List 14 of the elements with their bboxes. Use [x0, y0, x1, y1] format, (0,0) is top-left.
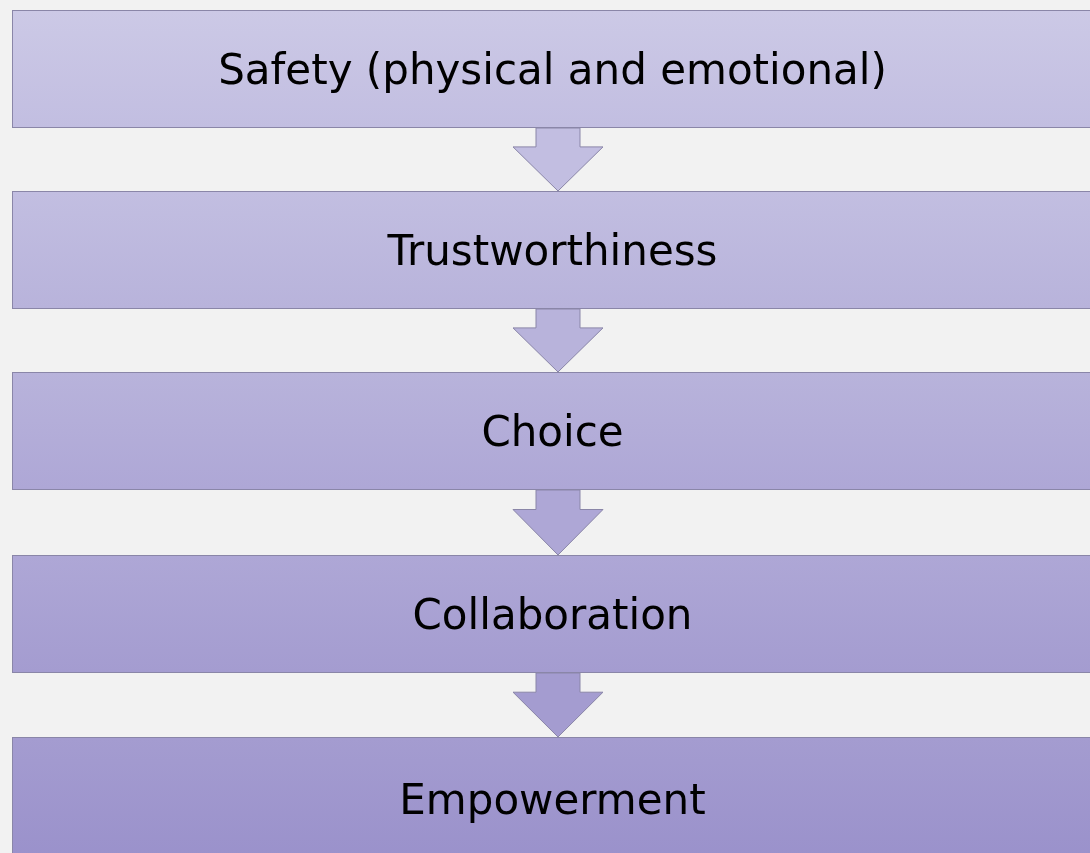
process-box	[12, 191, 1090, 309]
block-arrow	[512, 672, 604, 738]
process-box	[12, 10, 1090, 128]
block-arrow	[512, 127, 604, 192]
process-box	[12, 737, 1090, 853]
step-label: Choice	[481, 406, 624, 456]
block-arrow	[512, 308, 604, 373]
block-arrow	[512, 489, 604, 556]
step-label: Empowerment	[399, 775, 706, 824]
process-box	[12, 555, 1090, 673]
process-box	[12, 372, 1090, 490]
step-label: Trustworthiness	[387, 225, 718, 275]
step-label: Safety (physical and emotional)	[218, 44, 887, 94]
step-label: Collaboration	[412, 589, 693, 639]
